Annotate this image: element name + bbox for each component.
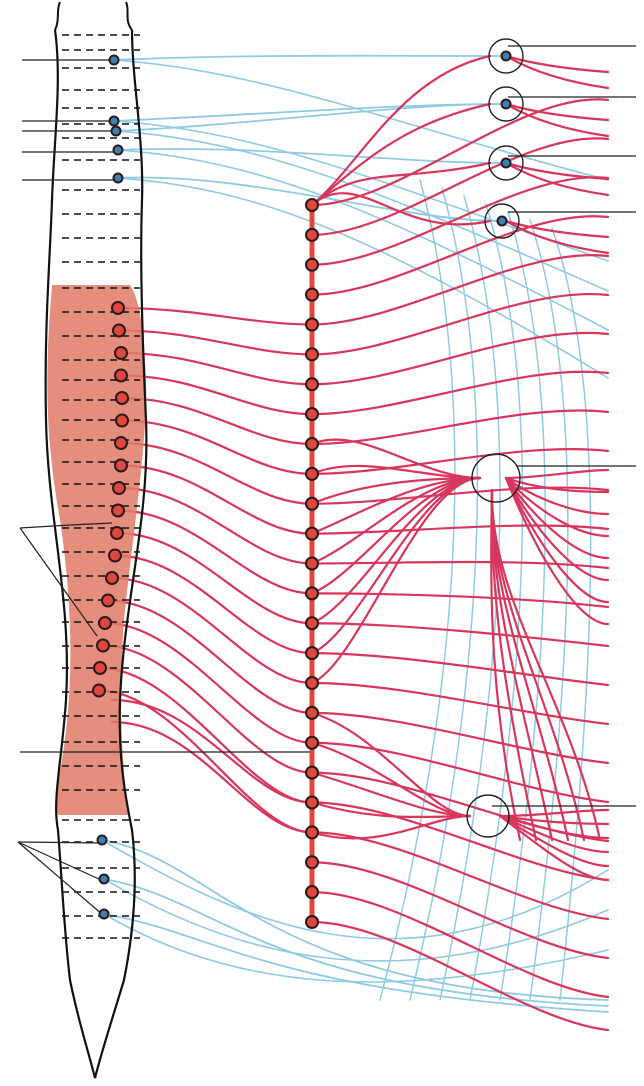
cord-red-node <box>102 595 114 607</box>
cord-blue-node <box>110 56 119 65</box>
chain-node <box>306 528 318 540</box>
cord-red-node <box>93 685 105 697</box>
cord-red-node <box>116 392 128 404</box>
cord-red-node <box>115 437 127 449</box>
cord-red-node <box>113 482 125 494</box>
chain-node <box>306 856 318 868</box>
cord-blue-node <box>114 174 123 183</box>
cord-red-node <box>99 617 111 629</box>
cord-red-node <box>113 325 125 337</box>
cord-blue-node <box>110 117 119 126</box>
cord-red-node <box>115 460 127 472</box>
cord-red-node <box>111 527 123 539</box>
cord-red-node <box>112 505 124 517</box>
chain-node <box>306 378 318 390</box>
chain-node <box>306 498 318 510</box>
cord-red-node <box>109 550 121 562</box>
chain-node <box>306 289 318 301</box>
chain-node <box>306 438 318 450</box>
chain-node <box>306 826 318 838</box>
chain-node <box>306 916 318 928</box>
ganglion-blue-node <box>502 52 511 61</box>
chain-node <box>306 797 318 809</box>
ganglion-blue-node <box>502 159 511 168</box>
chain-node <box>306 707 318 719</box>
cord-red-node <box>116 415 128 427</box>
cord-blue-node <box>114 146 123 155</box>
chain-node <box>306 199 318 211</box>
cord-blue-node <box>112 127 121 136</box>
chain-node <box>306 229 318 241</box>
chain-node <box>306 587 318 599</box>
cord-red-node <box>106 572 118 584</box>
chain-node <box>306 677 318 689</box>
chain-node <box>306 647 318 659</box>
chain-node <box>306 767 318 779</box>
cord-blue-node <box>98 836 107 845</box>
cord-red-node <box>115 347 127 359</box>
chain-node <box>306 348 318 360</box>
cord-red-node <box>97 640 109 652</box>
chain-node <box>306 408 318 420</box>
chain-node <box>306 319 318 331</box>
cord-blue-node <box>100 875 109 884</box>
chain-node <box>306 886 318 898</box>
cord-red-node <box>115 370 127 382</box>
ganglion-blue-node <box>498 217 507 226</box>
chain-node <box>306 737 318 749</box>
chain-node <box>306 617 318 629</box>
cord-red-node <box>112 302 124 314</box>
ganglion-blue-node <box>502 100 511 109</box>
chain-node <box>306 259 318 271</box>
cord-red-node <box>94 662 106 674</box>
chain-node <box>306 468 318 480</box>
chain-node <box>306 558 318 570</box>
cord-blue-node <box>100 910 109 919</box>
